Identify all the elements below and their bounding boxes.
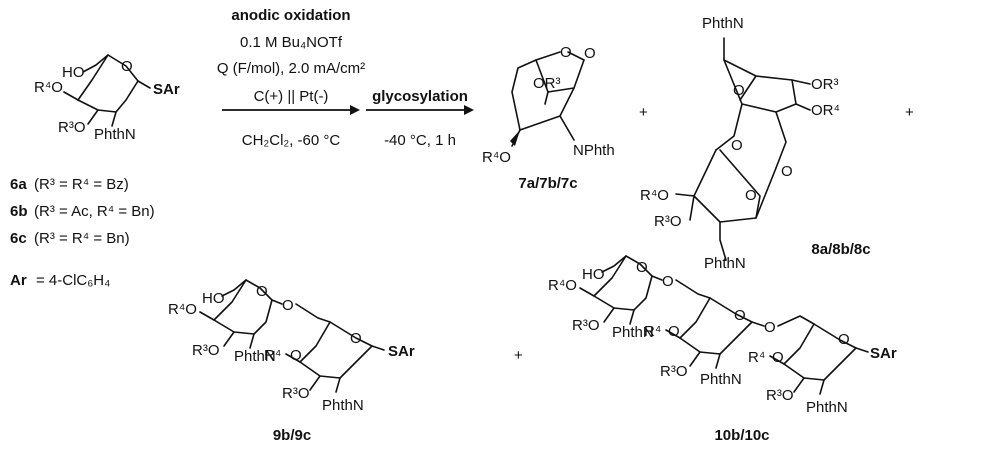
product-7-structure: OR³ O O R⁴O NPhth <box>482 44 615 166</box>
label-6a: 6a <box>10 176 27 193</box>
atom-ho-9: HO <box>202 290 225 307</box>
product-7-label: 7a/7b/7c <box>518 175 577 192</box>
or4-group-8: OR⁴ <box>811 102 840 119</box>
r3o-group-8: R³O <box>654 213 682 230</box>
sar-group: SAr <box>153 81 180 98</box>
ar-key: Ar <box>10 272 27 289</box>
ring-oxygen-8a: O <box>733 82 745 99</box>
r3o-group: R³O <box>58 119 86 136</box>
r4-label-9b: R⁴ <box>264 347 281 364</box>
substrate-6-structure: HO O SAr R⁴O R³O PhthN <box>34 54 180 143</box>
phthn-group-8b: PhthN <box>704 255 746 272</box>
ring-o4-10b: O <box>668 323 680 340</box>
cond-electrodes: C(+) || Pt(-) <box>254 88 329 105</box>
ring-oxygen: O <box>121 58 133 75</box>
plus-2: + <box>905 104 914 121</box>
arrowhead-step1 <box>350 105 360 115</box>
def-6c: (R³ = R⁴ = Bn) <box>34 230 130 247</box>
ring-oxygen-10c: O <box>838 331 850 348</box>
phthn-group-8a: PhthN <box>702 15 744 32</box>
nphth-group: NPhth <box>573 142 615 159</box>
product-9-structure: HO O O O R⁴O R³O PhthN R⁴ O R³O SAr Phth… <box>168 279 415 414</box>
plus-3: + <box>514 347 523 364</box>
linker-oxygen-10b: O <box>764 319 776 336</box>
atom-ho: HO <box>62 64 85 81</box>
plus-1: + <box>639 104 648 121</box>
product-8-structure: PhthN O OR³ OR⁴ O O O R⁴O R³O PhthN <box>640 15 840 272</box>
anhydro-oxygen: O <box>584 45 596 62</box>
linker-oxygen-9: O <box>282 297 294 314</box>
r3o-group-9a: R³O <box>192 342 220 359</box>
ring-o4-10c: O <box>772 349 784 366</box>
phthn-group-9a: PhthN <box>234 348 276 365</box>
phthn-group-9b: PhthN <box>322 397 364 414</box>
phthn-group-10c: PhthN <box>806 399 848 416</box>
product-10-label: 10b/10c <box>714 427 769 444</box>
cond-step2-title: glycosylation <box>372 88 468 105</box>
phthn-group-10a: PhthN <box>612 324 654 341</box>
ring-oxygen-9a: O <box>256 283 268 300</box>
cond-solvent: CH₂Cl₂, -60 °C <box>242 132 341 149</box>
phthn-group: PhthN <box>94 126 136 143</box>
linker-oxygen-8b: O <box>781 163 793 180</box>
sar-group-10: SAr <box>870 345 897 362</box>
or3-group: OR³ <box>533 75 561 92</box>
product-8-label: 8a/8b/8c <box>811 241 870 258</box>
ring-oxygen-9b: O <box>350 330 362 347</box>
sar-group-9: SAr <box>388 343 415 360</box>
r4o-group: R⁴O <box>34 79 63 96</box>
linker-oxygen-10a: O <box>662 273 674 290</box>
r4o-group-7: R⁴O <box>482 149 511 166</box>
r3o-group-10a: R³O <box>572 317 600 334</box>
ar-definition: = 4-ClC₆H₄ <box>36 272 110 289</box>
bridge-oxygen: O <box>560 44 572 61</box>
r3o-group-10b: R³O <box>660 363 688 380</box>
atom-ho-10: HO <box>582 266 605 283</box>
ring-oxygen-10a: O <box>636 259 648 276</box>
wedge-bond <box>510 130 520 146</box>
ring-oxygen-8b: O <box>745 187 757 204</box>
ring-oxygen-10b: O <box>734 307 746 324</box>
phthn-group-10b: PhthN <box>700 371 742 388</box>
product-10-structure: HO O O R⁴O R³O PhthN O O R⁴ O R³O PhthN … <box>548 255 897 416</box>
arrowhead-step2 <box>464 105 474 115</box>
r4o-group-9a: R⁴O <box>168 301 197 318</box>
cond-step2: -40 °C, 1 h <box>384 132 456 149</box>
cond-electrolyte: 0.1 M Bu₄NOTf <box>240 34 343 51</box>
label-6b: 6b <box>10 203 28 220</box>
ring-o4-9b: O <box>290 347 302 364</box>
linker-oxygen-8a: O <box>731 137 743 154</box>
r4o-group-8: R⁴O <box>640 187 669 204</box>
label-6c: 6c <box>10 230 27 247</box>
or3-group-8: OR³ <box>811 76 839 93</box>
r4o-group-10a: R⁴O <box>548 277 577 294</box>
cond-charge: Q (F/mol), 2.0 mA/cm² <box>217 60 365 77</box>
r3o-group-9b: R³O <box>282 385 310 402</box>
r4-label-10b: R⁴ <box>644 323 661 340</box>
cond-title: anodic oxidation <box>231 7 350 24</box>
r3o-group-10c: R³O <box>766 387 794 404</box>
def-6b: (R³ = Ac, R⁴ = Bn) <box>34 203 155 220</box>
def-6a: (R³ = R⁴ = Bz) <box>34 176 129 193</box>
product-9-label: 9b/9c <box>273 427 311 444</box>
r4-label-10c: R⁴ <box>748 349 765 366</box>
